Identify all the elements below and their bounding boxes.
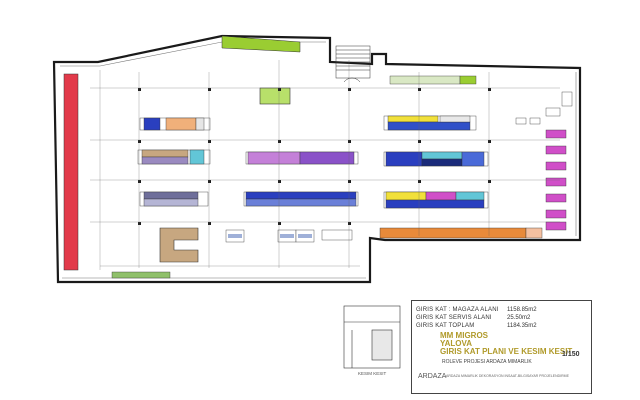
section-detail bbox=[343, 305, 401, 369]
c-counter bbox=[159, 227, 199, 263]
dimension-lines bbox=[90, 60, 560, 270]
gondola-right-3 bbox=[383, 191, 489, 209]
gondola-right-2 bbox=[383, 151, 489, 167]
area-value-3: 1184.35m2 bbox=[507, 323, 537, 329]
area-label-1: GIRIS KAT : MAGAZA ALANI bbox=[416, 307, 499, 313]
gondola-center-1 bbox=[245, 151, 359, 165]
fine-print: ARDAZA MIMARLIK DEKORASYON INSAAT-BILGIS… bbox=[446, 374, 569, 378]
title-line-3: GIRIS KAT PLANI VE KESIM KESIT bbox=[440, 347, 573, 356]
gondola-left-3 bbox=[139, 191, 209, 207]
pink-display-units bbox=[545, 129, 567, 231]
top-right-counter-green bbox=[459, 75, 477, 85]
detail-caption: KESIM KESIT bbox=[358, 371, 387, 376]
bottom-green-shelf bbox=[111, 271, 171, 279]
area-value-2: 25.50m2 bbox=[507, 315, 531, 321]
orange-counter-end bbox=[525, 227, 543, 239]
columns bbox=[138, 88, 491, 225]
scale-label: 1/150 bbox=[562, 351, 580, 358]
small-right-units bbox=[515, 91, 573, 125]
orange-counter bbox=[379, 227, 527, 239]
area-value-1: 1158.85m2 bbox=[507, 307, 537, 313]
area-label-2: GIRIS KAT SERVIS ALANI bbox=[416, 315, 492, 321]
gondola-left-1 bbox=[139, 117, 211, 131]
top-right-counter bbox=[389, 75, 461, 85]
subtitle: ROLEVE PROJESI ARDAZA MIMARLIK bbox=[442, 359, 532, 365]
staircase bbox=[335, 45, 371, 83]
gondola-center-2 bbox=[243, 191, 359, 207]
title-block: GIRIS KAT : MAGAZA ALANI 1158.85m2 GIRIS… bbox=[411, 300, 592, 394]
title-line-1: MM MIGROS bbox=[440, 331, 488, 340]
checkout-unit-fills bbox=[228, 234, 312, 238]
exterior-walls bbox=[52, 34, 582, 284]
gondola-left-2 bbox=[137, 149, 211, 165]
green-wall-unit bbox=[221, 35, 301, 53]
firm-logo: ARDAZA bbox=[418, 373, 447, 380]
gondola-right-1 bbox=[383, 115, 477, 131]
area-label-3: GIRIS KAT TOPLAM bbox=[416, 323, 475, 329]
green-center-fixture bbox=[259, 87, 291, 105]
title-line-2: YALOVA bbox=[440, 339, 473, 348]
red-wall-shelf bbox=[63, 73, 79, 271]
